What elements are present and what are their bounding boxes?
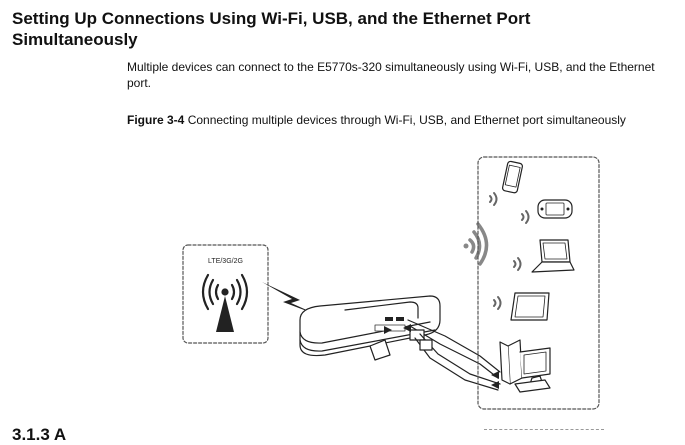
laptop-icon xyxy=(531,239,575,273)
router-device-icon xyxy=(299,295,441,361)
small-wifi-icon xyxy=(489,192,498,206)
desktop-computer-icon xyxy=(499,339,551,393)
wifi-signal-icon xyxy=(463,222,489,266)
cell-tower-box: LTE/3G/2G xyxy=(182,244,269,344)
figure-number: Figure 3-4 xyxy=(127,113,185,127)
tower-mast xyxy=(216,296,234,332)
section-heading: Setting Up Connections Using Wi-Fi, USB,… xyxy=(12,8,652,50)
small-wifi-icon xyxy=(513,257,522,271)
section-title-line2: Simultaneously xyxy=(12,30,138,49)
game-console-icon xyxy=(537,199,573,219)
section-title-line1: Setting Up Connections Using Wi-Fi, USB,… xyxy=(12,9,531,28)
connection-diagram: LTE/3G/2G xyxy=(182,156,600,410)
figure-caption: Figure 3-4 Connecting multiple devices t… xyxy=(127,113,647,128)
small-wifi-icon xyxy=(493,296,502,310)
intro-paragraph: Multiple devices can connect to the E577… xyxy=(127,60,655,90)
smartphone-icon xyxy=(501,160,523,194)
tower-label: LTE/3G/2G xyxy=(208,258,243,265)
cable-arrows xyxy=(384,324,499,389)
tablet-icon xyxy=(510,292,550,321)
page-rule xyxy=(484,429,604,430)
figure-caption-text: Connecting multiple devices through Wi-F… xyxy=(184,113,626,127)
ethernet-cable-icon xyxy=(414,333,501,391)
small-wifi-icon xyxy=(521,210,530,224)
devices-box xyxy=(477,156,600,410)
cell-tower-icon xyxy=(201,273,249,311)
